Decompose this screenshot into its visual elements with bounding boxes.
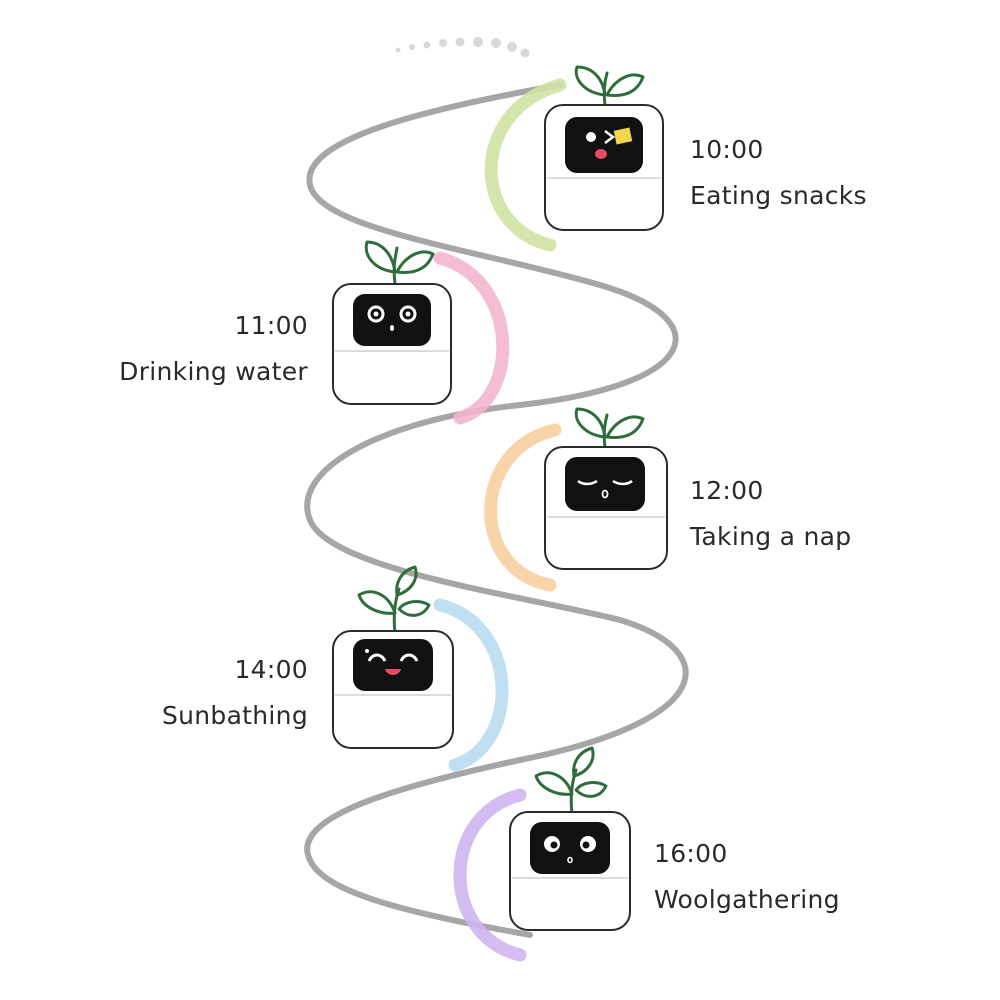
activity-label-4: Sunbathing (161, 701, 308, 730)
arc-5 (453, 788, 527, 962)
arc-2 (433, 251, 510, 425)
plant-pet-2 (332, 240, 452, 405)
face-screen (353, 639, 433, 691)
activity-label-3: Taking a nap (690, 522, 852, 551)
surprised-face-icon (367, 305, 417, 331)
sprout-icon (574, 407, 645, 449)
sleeping-face-icon (577, 479, 633, 499)
plant-pet-4 (332, 565, 454, 749)
activity-label-2: Drinking water (119, 357, 308, 386)
activity-label-5: Woolgathering (654, 885, 840, 914)
sprout-icon (364, 240, 435, 286)
face-screen (565, 117, 643, 173)
plant-pet-1 (544, 65, 664, 231)
plant-pet-3 (544, 407, 668, 570)
wink-snack-face-icon (586, 127, 633, 159)
arc-4 (433, 598, 509, 772)
activity-label-1: Eating snacks (690, 181, 867, 210)
time-label-3: 12:00 (690, 476, 764, 505)
face-screen (530, 822, 610, 874)
plant-pet-5 (509, 746, 631, 931)
time-label-1: 10:00 (690, 135, 764, 164)
happy-face-icon (365, 649, 419, 675)
face-screen (353, 294, 431, 346)
arc-3 (484, 423, 562, 592)
time-label-5: 16:00 (654, 839, 728, 868)
arc-1 (484, 78, 567, 252)
dazed-face-icon (544, 836, 596, 864)
decorative-dots (395, 37, 530, 58)
sprout-icon (357, 565, 431, 635)
sprout-icon (534, 746, 608, 816)
sprout-icon (574, 65, 645, 107)
face-screen (565, 457, 645, 511)
time-label-2: 11:00 (234, 311, 308, 340)
time-label-4: 14:00 (234, 655, 308, 684)
timeline-path (304, 82, 689, 938)
